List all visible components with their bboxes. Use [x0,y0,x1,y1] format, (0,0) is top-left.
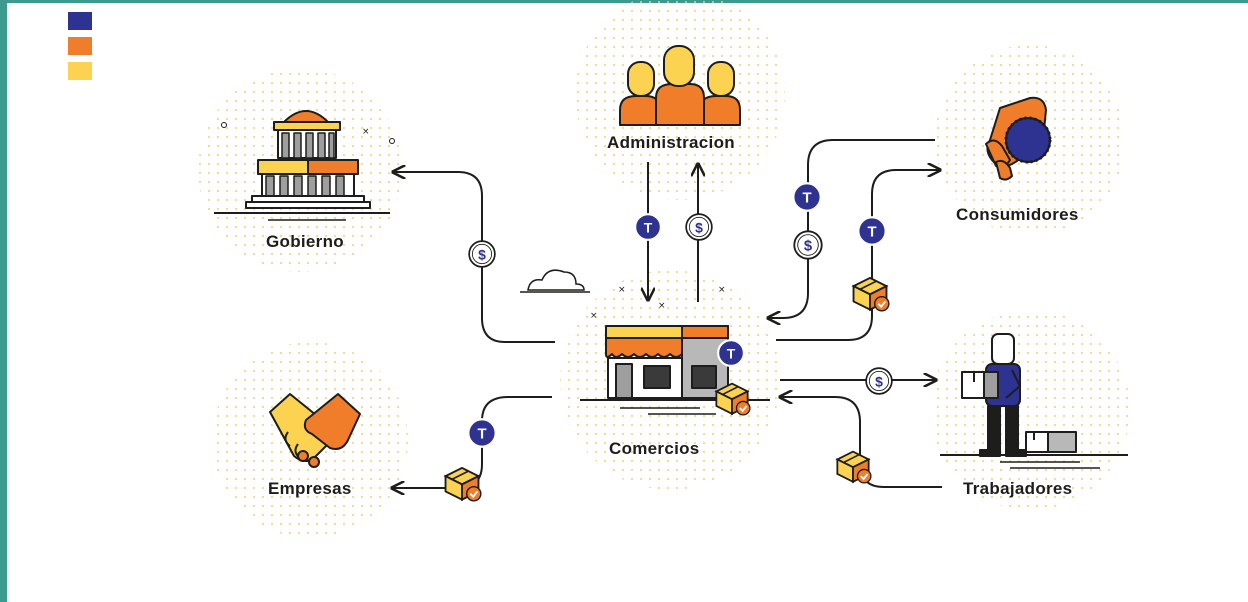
label-gobierno: Gobierno [266,232,344,251]
label-empresas: Empresas [268,479,352,498]
people-group-icon [619,45,741,126]
package-icon-empresas [444,466,482,502]
arrow-comercios-to-consumidores [776,170,940,341]
token-badge-consumidores-in [792,182,822,212]
government-building-icon [214,110,390,221]
svg-text:×: × [618,285,626,295]
svg-text:×: × [658,301,666,311]
token-badge-consumidores-out [857,216,887,246]
legend-swatch-navy [68,12,92,30]
sparkle-decorations: × × × × × [362,127,726,321]
token-badge-administracion-down [634,213,662,241]
handshake-icon [269,393,361,468]
hand-with-coin-icon [985,96,1052,181]
svg-text:×: × [590,311,598,321]
label-administracion: Administracion [607,133,735,152]
worker-with-box-icon [940,333,1128,469]
left-frame-border [0,0,7,602]
arrow-consumidores-to-comercios [768,139,935,318]
svg-text:×: × [718,285,726,295]
halo-trabajadores [930,310,1130,510]
legend-swatch-orange [68,37,92,55]
money-badge-trabajadores [865,367,893,395]
sparkle-dot [221,122,227,128]
package-icon-trabajadores [836,450,872,484]
legend-swatch-yellow [68,62,92,80]
svg-text:×: × [362,127,370,137]
token-badge-empresas [467,418,497,448]
money-badge-administracion-up [685,213,713,241]
token-badge-comercios [717,339,745,367]
sparkle-dot [389,138,395,144]
label-trabajadores: Trabajadores [963,479,1073,498]
label-comercios: Comercios [609,439,700,458]
money-badge-gobierno [468,240,496,268]
storefront-icon [580,325,770,415]
color-legend [68,12,92,87]
arrow-trabajadores-to-comercios [780,397,942,488]
cloud-decoration [520,269,590,293]
label-consumidores: Consumidores [956,205,1079,224]
package-icon-consumidores [852,276,890,312]
money-badge-consumidores-in [793,230,823,260]
top-frame-border [0,0,1248,3]
